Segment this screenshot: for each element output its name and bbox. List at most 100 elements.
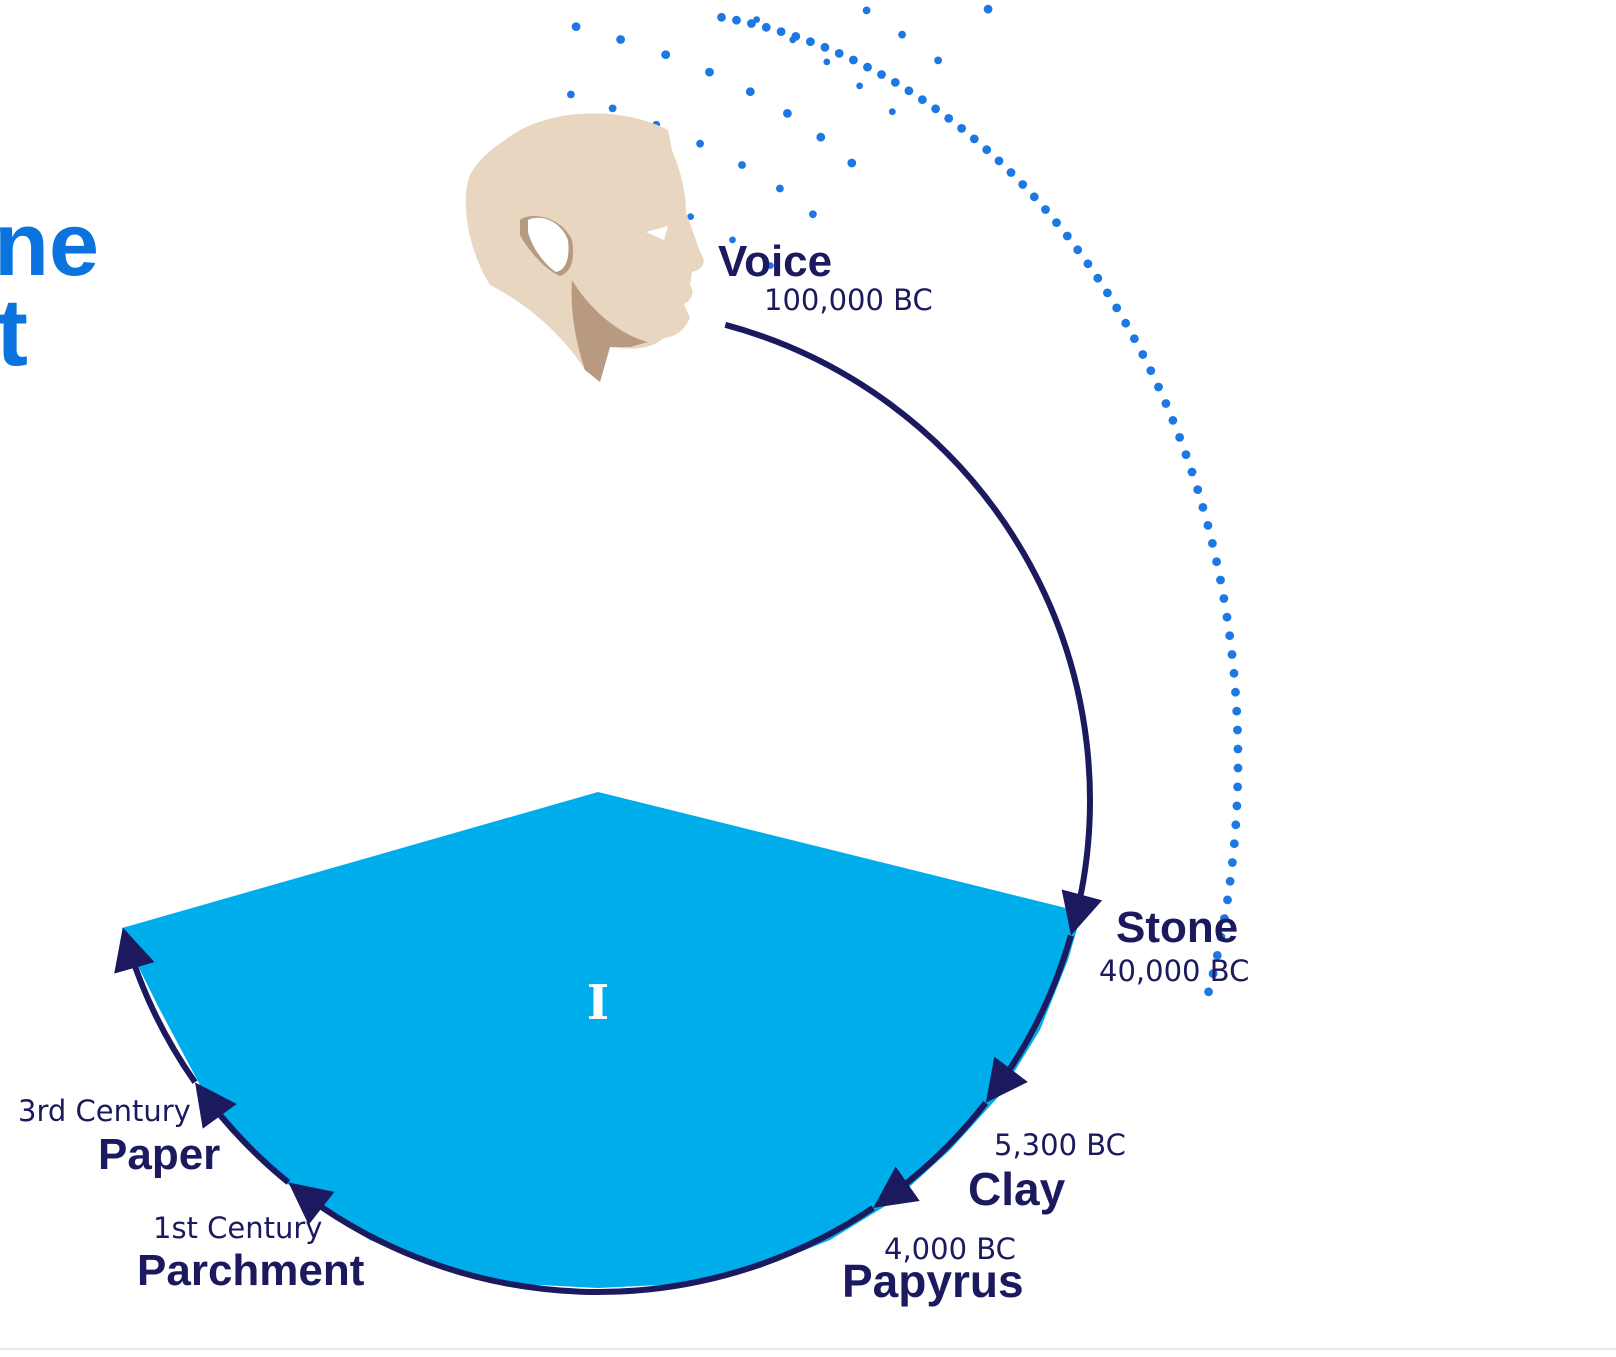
wave-dot (995, 157, 1004, 166)
headline-line-1: ne (0, 200, 99, 290)
wave-dot (891, 78, 900, 87)
wave-dot (1230, 669, 1239, 678)
wave-dot (738, 161, 746, 169)
wave-dot (1208, 539, 1217, 548)
headline-line-2: t (0, 285, 28, 381)
wave-dot (1223, 613, 1232, 622)
wave-dot (1204, 987, 1213, 996)
stone-label: Stone (1116, 906, 1238, 950)
wave-dot (984, 5, 993, 14)
wave-dot (1130, 334, 1139, 343)
wave-dot (847, 159, 856, 168)
clay-label: Clay (968, 1166, 1065, 1212)
wave-dot (1018, 180, 1027, 189)
wave-dot (821, 43, 830, 52)
wave-dot (905, 86, 914, 95)
wave-dot (732, 16, 741, 25)
wave-dot (1226, 877, 1235, 886)
wave-dot (1212, 557, 1221, 566)
wave-dot (1231, 688, 1240, 697)
wave-dot (877, 70, 886, 79)
wave-dot (823, 59, 830, 66)
wave-dot (783, 109, 792, 118)
parchment-date: 1st Century (153, 1214, 322, 1243)
wave-dot (1216, 576, 1225, 585)
wave-dot (1204, 521, 1213, 530)
wave-dot (746, 87, 755, 96)
wave-dot (934, 57, 942, 65)
wave-dot (1228, 858, 1237, 867)
wave-dot (1084, 259, 1093, 268)
wave-dot (806, 37, 815, 46)
wave-dot (1121, 319, 1130, 328)
wave-dot (1175, 433, 1184, 442)
wave-dot (1220, 594, 1229, 603)
wave-dot (696, 140, 704, 148)
wave-dot (835, 49, 844, 58)
wave-dot (849, 56, 858, 65)
wave-dot (1052, 218, 1061, 227)
wave-dot (762, 23, 771, 32)
wave-dot (1228, 650, 1237, 659)
wave-dot (567, 91, 575, 99)
wave-dot (809, 210, 817, 218)
wave-dot (609, 105, 617, 113)
wave-dot (747, 19, 756, 28)
wave-dot (1103, 289, 1112, 298)
wave-dot (777, 27, 786, 36)
wave-dot (717, 13, 726, 22)
wave-dot (1063, 232, 1072, 241)
human-head-profile-icon (466, 113, 704, 382)
wave-dot (776, 185, 784, 193)
wave-dot (1199, 503, 1208, 512)
stone-date: 40,000 BC (1099, 957, 1249, 986)
wave-dot (1112, 304, 1121, 313)
wave-dot (944, 114, 953, 123)
papyrus-label: Papyrus (842, 1258, 1024, 1304)
wave-dot (1182, 450, 1191, 459)
voice-date: 100,000 BC (764, 286, 933, 315)
wave-dot (970, 135, 979, 144)
section-numeral: I (587, 975, 609, 1031)
paper-date: 3rd Century (18, 1097, 191, 1126)
arrow-voice-to-stone (725, 325, 1090, 928)
wave-dot (863, 63, 872, 72)
wave-dot (957, 124, 966, 133)
wave-dot (1138, 350, 1147, 359)
wave-dot (1169, 416, 1178, 425)
wave-dot (1041, 205, 1050, 214)
bottom-divider (0, 1348, 1616, 1350)
wave-dot (863, 6, 871, 14)
wave-dot (661, 50, 670, 59)
wave-dot (1188, 468, 1197, 477)
wave-dot (889, 108, 896, 115)
wave-dot (1234, 764, 1243, 773)
wave-dot (616, 35, 625, 44)
wave-dot (791, 32, 800, 41)
wave-dot (918, 95, 927, 104)
wave-dot (898, 31, 906, 39)
wave-dot (1093, 274, 1102, 283)
parchment-label: Parchment (137, 1249, 364, 1293)
wave-dot (1193, 485, 1202, 494)
wave-dot (982, 145, 991, 154)
wave-dot (816, 133, 825, 142)
wave-dot (1234, 745, 1243, 754)
wave-dot (1232, 707, 1241, 716)
paper-label: Paper (98, 1133, 220, 1177)
wave-dot (1225, 631, 1234, 640)
wave-dot (1233, 802, 1242, 811)
wave-dot (1154, 383, 1163, 392)
wave-dot (1233, 726, 1242, 735)
wave-dot (931, 104, 940, 113)
wave-dot (1233, 783, 1242, 792)
wave-dot (1073, 245, 1082, 254)
wave-dot (856, 83, 863, 90)
wave-dot (705, 68, 714, 77)
voice-label: Voice (718, 240, 832, 284)
wave-dot (1231, 820, 1240, 829)
wave-dot (1030, 192, 1039, 201)
wave-dot (1007, 168, 1016, 177)
